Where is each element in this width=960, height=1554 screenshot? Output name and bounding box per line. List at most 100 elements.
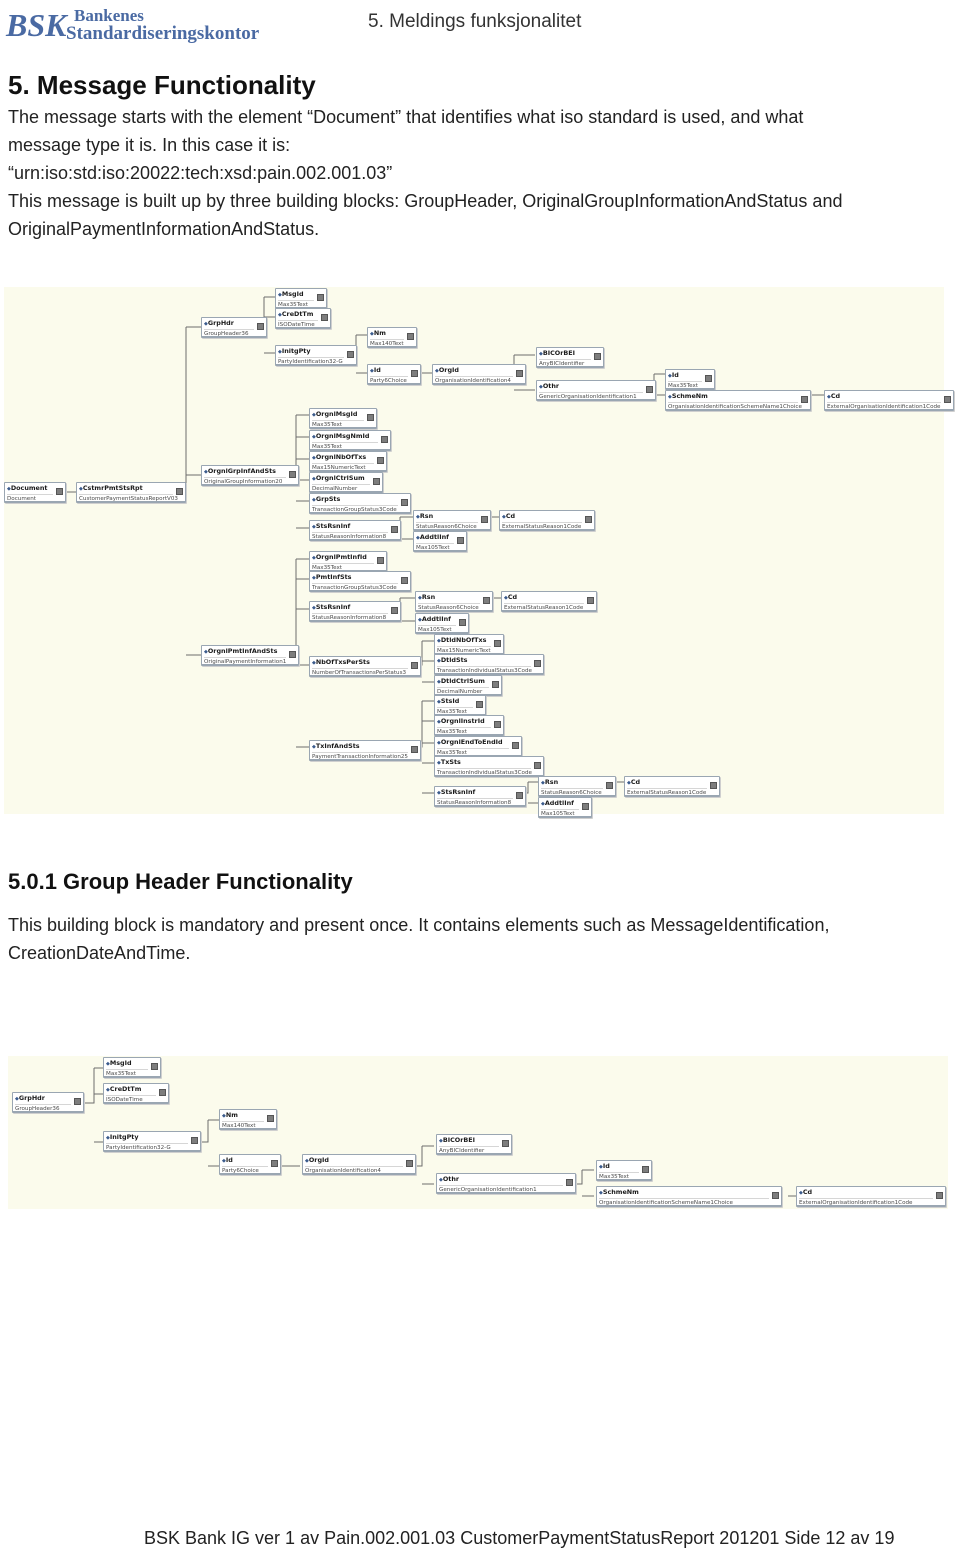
expand-icon[interactable]: [502, 1140, 509, 1147]
expand-icon[interactable]: [944, 396, 951, 403]
expand-icon[interactable]: [582, 803, 589, 810]
d2-node-cd[interactable]: CdExternalOrganisationIdentification1Cod…: [796, 1186, 946, 1207]
expand-icon[interactable]: [151, 1063, 158, 1070]
expand-icon[interactable]: [407, 333, 414, 340]
expand-icon[interactable]: [289, 471, 296, 478]
expand-icon[interactable]: [381, 436, 388, 443]
expand-icon[interactable]: [457, 537, 464, 544]
expand-icon[interactable]: [289, 651, 296, 658]
node-orgnlgrpinfandsts[interactable]: OrgnlGrpInfAndStsOriginalGroupInformatio…: [201, 465, 299, 486]
expand-icon[interactable]: [494, 721, 501, 728]
expand-icon[interactable]: [534, 660, 541, 667]
expand-icon[interactable]: [317, 294, 324, 301]
expand-icon[interactable]: [377, 557, 384, 564]
expand-icon[interactable]: [191, 1137, 198, 1144]
node-nboftxspersts[interactable]: NbOfTxsPerStsNumberOfTransactionsPerStat…: [309, 656, 421, 677]
expand-icon[interactable]: [271, 1160, 278, 1167]
expand-icon[interactable]: [391, 607, 398, 614]
expand-icon[interactable]: [411, 746, 418, 753]
expand-icon[interactable]: [646, 386, 653, 393]
expand-icon[interactable]: [391, 526, 398, 533]
expand-icon[interactable]: [801, 396, 808, 403]
expand-icon[interactable]: [459, 619, 466, 626]
expand-icon[interactable]: [585, 516, 592, 523]
expand-icon[interactable]: [176, 488, 183, 495]
expand-icon[interactable]: [494, 640, 501, 647]
expand-icon[interactable]: [587, 597, 594, 604]
expand-icon[interactable]: [516, 792, 523, 799]
expand-icon[interactable]: [936, 1192, 943, 1199]
expand-icon[interactable]: [257, 323, 264, 330]
expand-icon[interactable]: [411, 662, 418, 669]
expand-icon[interactable]: [321, 314, 328, 321]
expand-icon[interactable]: [373, 478, 380, 485]
expand-icon[interactable]: [483, 597, 490, 604]
expand-icon[interactable]: [401, 499, 408, 506]
node-txinfandsts[interactable]: TxInfAndStsPaymentTransactionInformation…: [309, 740, 421, 761]
expand-icon[interactable]: [481, 516, 488, 523]
expand-icon[interactable]: [74, 1098, 81, 1105]
expand-icon[interactable]: [772, 1192, 779, 1199]
expand-icon[interactable]: [642, 1166, 649, 1173]
expand-icon[interactable]: [516, 370, 523, 377]
expand-icon[interactable]: [534, 762, 541, 769]
expand-icon[interactable]: [594, 353, 601, 360]
d2-node-schmenm[interactable]: SchmeNmOrganisationIdentificationSchemeN…: [596, 1186, 782, 1207]
expand-icon[interactable]: [347, 351, 354, 358]
expand-icon[interactable]: [710, 782, 717, 789]
expand-icon[interactable]: [566, 1179, 573, 1186]
node-orgnlpmtinfandsts[interactable]: OrgnlPmtInfAndStsOriginalPaymentInformat…: [201, 645, 299, 666]
expand-icon[interactable]: [367, 414, 374, 421]
expand-icon[interactable]: [406, 1160, 413, 1167]
expand-icon[interactable]: [476, 701, 483, 708]
node-cstmrpmtstsrpt[interactable]: CstmrPmtStsRptCustomerPaymentStatusRepor…: [76, 482, 186, 503]
expand-icon[interactable]: [512, 742, 519, 749]
expand-icon[interactable]: [705, 375, 712, 382]
expand-icon[interactable]: [377, 457, 384, 464]
expand-icon[interactable]: [492, 681, 499, 688]
expand-icon[interactable]: [401, 577, 408, 584]
expand-icon[interactable]: [159, 1089, 166, 1096]
node-cd[interactable]: CdExternalOrganisationIdentification1Cod…: [824, 390, 954, 411]
